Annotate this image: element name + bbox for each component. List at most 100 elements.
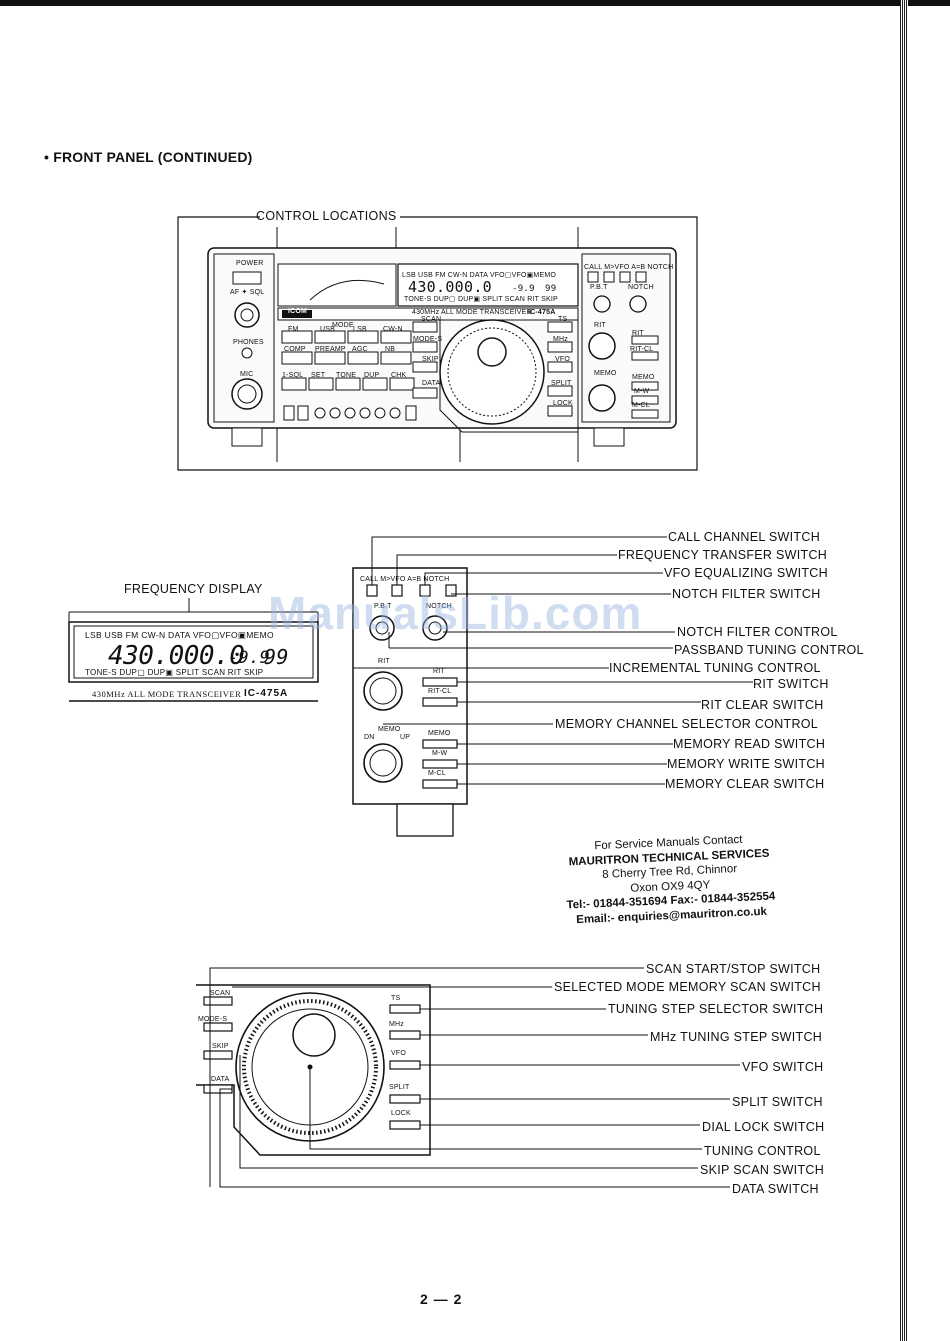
panel-rit-cl: RIT-CL bbox=[630, 346, 654, 353]
callout-data-switch: DATA SWITCH bbox=[732, 1182, 819, 1196]
panel-model-line: 430MHz ALL MODE TRANSCEIVER bbox=[412, 309, 532, 316]
control-locations-figure bbox=[177, 216, 698, 471]
panel-tone: TONE bbox=[336, 372, 357, 379]
service-contact: For Service Manuals Contact MAURITRON TE… bbox=[558, 831, 782, 928]
callout-incremental-tuning-control: INCREMENTAL TUNING CONTROL bbox=[609, 661, 821, 675]
dial-figure bbox=[196, 967, 740, 1188]
callout-frequency-transfer-switch: FREQUENCY TRANSFER SWITCH bbox=[618, 548, 828, 562]
panel-mhz: MHz bbox=[553, 336, 568, 343]
panel-mode-fm: FM bbox=[288, 326, 299, 333]
detail-mw: M-W bbox=[432, 750, 448, 757]
panel-set: SET bbox=[311, 372, 326, 379]
detail-up: UP bbox=[400, 734, 411, 741]
panel-chk: CHK bbox=[391, 372, 407, 379]
callout-notch-filter-control: NOTCH FILTER CONTROL bbox=[677, 625, 838, 639]
detail-mcl: M-CL bbox=[428, 770, 446, 777]
callout-skip-scan-switch: SKIP SCAN SWITCH bbox=[700, 1163, 825, 1177]
page-heading: • FRONT PANEL (CONTINUED) bbox=[44, 149, 253, 165]
detail-notch: NOTCH bbox=[426, 603, 452, 610]
panel-display-bottom: TONE-S DUP▢ DUP▣ SPLIT SCAN RIT SKIP bbox=[404, 296, 558, 303]
display-bottom-line: TONE-S DUP▢ DUP▣ SPLIT SCAN RIT SKIP bbox=[85, 668, 264, 677]
watermark: ManualsLib.com bbox=[268, 587, 643, 639]
callout-vfo-switch: VFO SWITCH bbox=[742, 1060, 824, 1074]
panel-dup: DUP bbox=[364, 372, 380, 379]
panel-mic-label: MIC bbox=[240, 371, 254, 378]
panel-rit: RIT bbox=[594, 322, 606, 329]
callout-passband-tuning-control: PASSBAND TUNING CONTROL bbox=[674, 643, 864, 657]
panel-mode-cwn: CW-N bbox=[383, 326, 403, 333]
callout-split-switch: SPLIT SWITCH bbox=[732, 1095, 823, 1109]
panel-display-offset: -9.9 bbox=[512, 284, 535, 294]
display-caption: 430MHz ALL MODE TRANSCEIVER bbox=[92, 689, 242, 699]
panel-phones-label: PHONES bbox=[233, 339, 264, 346]
detail-dn: DN bbox=[364, 734, 375, 741]
panel-agc: AGC bbox=[352, 346, 368, 353]
panel-memo: MEMO bbox=[594, 370, 617, 377]
dial-scan: SCAN bbox=[210, 990, 231, 997]
callout-memory-clear-switch: MEMORY CLEAR SWITCH bbox=[665, 777, 825, 791]
dial-data: DATA bbox=[211, 1076, 230, 1083]
dial-split: SPLIT bbox=[389, 1084, 410, 1091]
panel-memo-button: MEMO bbox=[632, 374, 655, 381]
detail-rit: RIT bbox=[378, 658, 390, 665]
callout-mhz-tuning-step: MHz TUNING STEP SWITCH bbox=[650, 1030, 823, 1044]
panel-nb: NB bbox=[385, 346, 396, 353]
panel-af-sql-label: AF ✦ SQL bbox=[230, 289, 265, 296]
detail-top-right-labels: CALL M>VFO A=B NOTCH bbox=[360, 576, 450, 583]
callout-tuning-control: TUNING CONTROL bbox=[704, 1144, 821, 1158]
detail-memo-button: MEMO bbox=[428, 730, 451, 737]
panel-display-frequency: 430.000.0 bbox=[408, 278, 492, 296]
callout-dial-lock-switch: DIAL LOCK SWITCH bbox=[702, 1120, 825, 1134]
panel-preamp: PREAMP bbox=[315, 346, 346, 353]
panel-rit-button: RIT bbox=[632, 330, 644, 337]
callout-call-channel-switch: CALL CHANNEL SWITCH bbox=[668, 530, 821, 544]
panel-model-badge: IC-475A bbox=[528, 309, 556, 316]
page-number: 2 — 2 bbox=[420, 1291, 463, 1307]
display-top-line: LSB USB FM CW-N DATA VFO▢VFO▣MEMO bbox=[85, 630, 274, 640]
panel-split: SPLIT bbox=[551, 380, 572, 387]
panel-display-channel: 99 bbox=[545, 284, 557, 294]
panel-top-right-labels: CALL M>VFO A=B NOTCH bbox=[584, 264, 674, 271]
callout-scan-start-stop: SCAN START/STOP SWITCH bbox=[646, 962, 821, 976]
display-frequency: 430.000.0 bbox=[108, 641, 245, 671]
panel-lock: LOCK bbox=[553, 400, 573, 407]
panel-vfo: VFO bbox=[555, 356, 570, 363]
detail-pbt: P.B.T bbox=[374, 603, 392, 610]
dial-vfo: VFO bbox=[391, 1050, 406, 1057]
panel-power-label: POWER bbox=[236, 260, 264, 267]
panel-display-top: LSB USB FM CW-N DATA VFO▢VFO▣MEMO bbox=[402, 272, 557, 279]
panel-ts: TS bbox=[558, 316, 568, 323]
callout-vfo-equalizing-switch: VFO EQUALIZING SWITCH bbox=[664, 566, 828, 580]
detail-memo: MEMO bbox=[378, 726, 401, 733]
dial-skip: SKIP bbox=[212, 1043, 229, 1050]
callout-rit-switch: RIT SWITCH bbox=[753, 677, 829, 691]
panel-notch: NOTCH bbox=[628, 284, 654, 291]
display-offset: -9.9 bbox=[228, 648, 271, 668]
panel-comp: COMP bbox=[284, 346, 306, 353]
panel-mw: M-W bbox=[634, 388, 650, 395]
panel-1sql: 1-SQL bbox=[282, 372, 304, 379]
panel-mode-lsb: LSB bbox=[353, 326, 367, 333]
panel-pbt: P.B.T bbox=[590, 284, 608, 291]
display-channel: 99 bbox=[264, 645, 289, 669]
frequency-display-label: FREQUENCY DISPLAY bbox=[124, 582, 263, 596]
frequency-display-figure bbox=[68, 598, 319, 702]
panel-scan: SCAN bbox=[421, 316, 442, 323]
panel-mcl: M-CL bbox=[632, 402, 650, 409]
scan-edge bbox=[900, 0, 908, 1341]
detail-rit-cl: RIT-CL bbox=[428, 688, 452, 695]
display-badge: IC-475A bbox=[244, 688, 289, 699]
page-top-border bbox=[0, 0, 950, 6]
callout-rit-clear-switch: RIT CLEAR SWITCH bbox=[701, 698, 824, 712]
panel-mode-s: MODE-S bbox=[413, 336, 443, 343]
right-panel-figure bbox=[352, 536, 753, 837]
detail-rit-button: RIT bbox=[433, 668, 445, 675]
callout-memory-read-switch: MEMORY READ SWITCH bbox=[673, 737, 826, 751]
callout-notch-filter-switch: NOTCH FILTER SWITCH bbox=[672, 587, 821, 601]
dial-ts: TS bbox=[391, 995, 401, 1002]
panel-data: DATA bbox=[422, 380, 441, 387]
panel-mode-usb: USB bbox=[320, 326, 335, 333]
callout-memory-write-switch: MEMORY WRITE SWITCH bbox=[667, 757, 826, 771]
callout-tuning-step-selector: TUNING STEP SELECTOR SWITCH bbox=[608, 1002, 824, 1016]
dial-mhz: MHz bbox=[389, 1021, 404, 1028]
